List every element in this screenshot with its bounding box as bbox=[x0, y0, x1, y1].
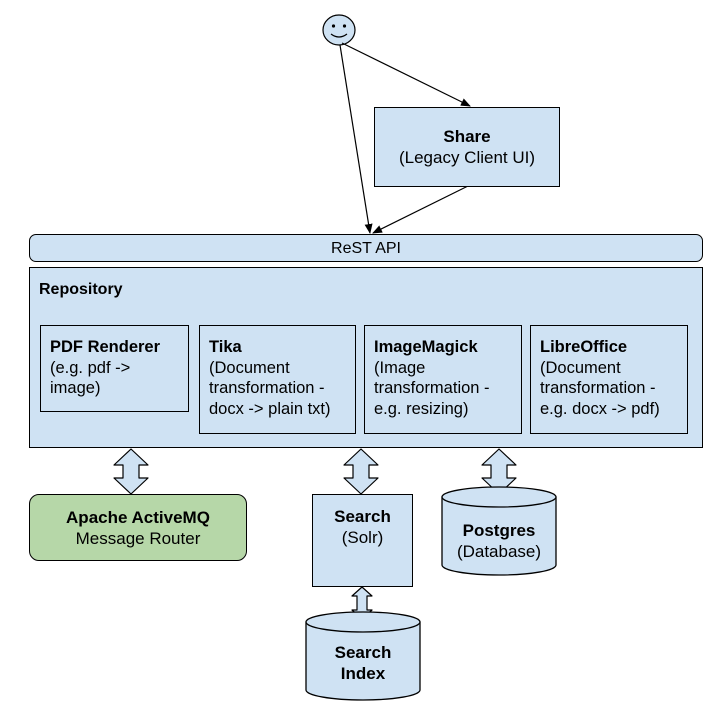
libreoffice-box: LibreOffice (Document transformation - e… bbox=[530, 325, 688, 434]
user-to-share-arrow bbox=[341, 42, 471, 107]
search-index-label: Search Index bbox=[306, 640, 420, 686]
tika-desc-line: (Document bbox=[209, 358, 290, 377]
activemq-title: Apache ActiveMQ bbox=[66, 507, 210, 527]
libreoffice-desc-line: e.g. docx -> pdf) bbox=[540, 399, 660, 418]
postgres-cylinder bbox=[441, 486, 557, 576]
rest-api-bar: ReST API bbox=[29, 234, 703, 262]
pdf-renderer-box: PDF Renderer (e.g. pdf -> image) bbox=[40, 325, 189, 412]
repository-search-double-arrow bbox=[343, 448, 379, 495]
share-to-rest-arrow bbox=[372, 185, 469, 234]
imagemagick-box: ImageMagick (Image transformation - e.g.… bbox=[364, 325, 522, 434]
share-title: Share bbox=[443, 127, 491, 146]
user-smiley-icon bbox=[322, 14, 356, 46]
search-index-cylinder bbox=[305, 611, 421, 701]
tika-title: Tika bbox=[209, 338, 242, 356]
search-box: Search (Solr) bbox=[312, 494, 413, 587]
repository-title: Repository bbox=[39, 281, 123, 298]
postgres-title: Postgres bbox=[462, 521, 536, 540]
search-subtitle: (Solr) bbox=[341, 528, 384, 547]
rest-api-label: ReST API bbox=[331, 239, 401, 257]
tika-desc-line: docx -> plain txt) bbox=[209, 399, 331, 418]
imagemagick-title: ImageMagick bbox=[374, 338, 478, 356]
activemq-box: Apache ActiveMQ Message Router bbox=[29, 494, 247, 561]
activemq-subtitle: Message Router bbox=[75, 528, 201, 548]
search-index-subtitle: Index bbox=[340, 664, 386, 683]
pdf-renderer-desc-line: (e.g. pdf -> bbox=[50, 358, 131, 377]
libreoffice-title: LibreOffice bbox=[540, 338, 628, 356]
libreoffice-desc-line: (Document bbox=[540, 358, 621, 377]
share-box: Share (Legacy Client UI) bbox=[374, 107, 560, 187]
libreoffice-desc-line: transformation - bbox=[540, 379, 656, 397]
pdf-renderer-title: PDF Renderer bbox=[50, 338, 161, 356]
postgres-label: Postgres (Database) bbox=[442, 518, 556, 564]
imagemagick-desc-line: transformation - bbox=[374, 379, 490, 397]
imagemagick-desc-line: e.g. resizing) bbox=[374, 399, 469, 418]
postgres-subtitle: (Database) bbox=[456, 542, 542, 561]
imagemagick-desc-line: (Image bbox=[374, 358, 426, 377]
tika-box: Tika (Document transformation - docx -> … bbox=[199, 325, 356, 434]
search-index-title: Search bbox=[334, 643, 392, 662]
user-to-rest-arrow bbox=[339, 44, 373, 234]
tika-desc-line: transformation - bbox=[209, 379, 325, 397]
repository-activemq-double-arrow bbox=[113, 448, 149, 495]
share-subtitle: (Legacy Client UI) bbox=[398, 148, 536, 167]
search-title: Search bbox=[334, 507, 391, 526]
pdf-renderer-desc-line: image) bbox=[50, 379, 101, 397]
